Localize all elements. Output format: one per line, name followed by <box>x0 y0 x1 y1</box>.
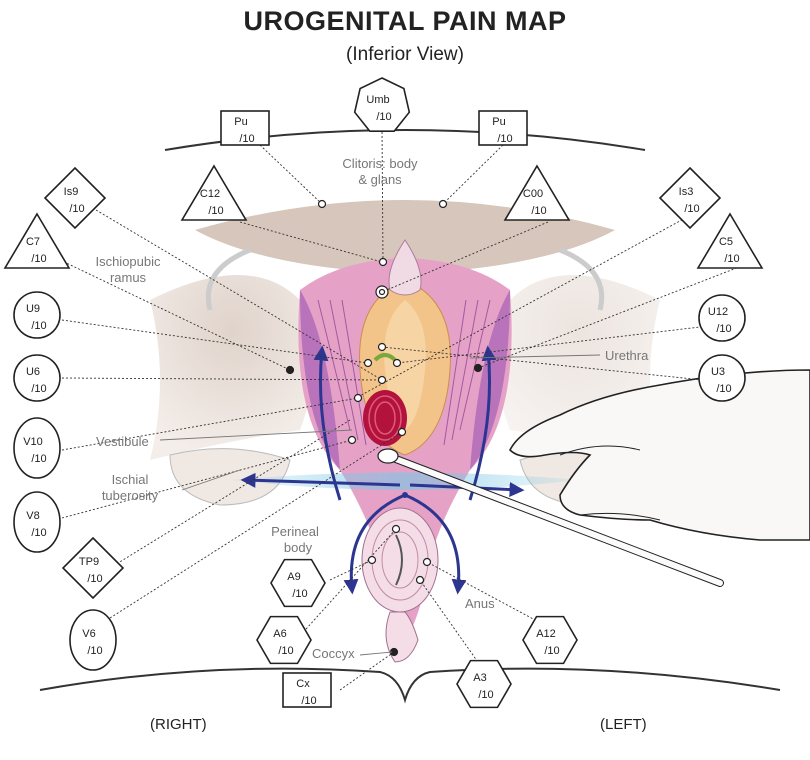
badge-score: /10 <box>497 133 512 145</box>
side-label-right: (RIGHT) <box>150 716 207 733</box>
side-label-left: (LEFT) <box>600 716 647 733</box>
badge-code: C7 <box>26 236 40 248</box>
badge-code: A6 <box>273 628 286 640</box>
badge-score: /10 <box>278 645 293 657</box>
label-anus: Anus <box>465 596 495 611</box>
pain-score-badge-tp9[interactable]: TP9/10 <box>63 538 123 598</box>
badge-code: Cx <box>296 678 310 690</box>
badge-score: /10 <box>376 111 391 123</box>
pain-score-badge-c00[interactable]: C00/10 <box>505 166 569 220</box>
label-urethra: Urethra <box>605 348 649 363</box>
pain-score-badge-u9[interactable]: U9/10 <box>14 292 60 338</box>
pain-score-badge-is9[interactable]: Is9/10 <box>45 168 105 228</box>
pain-score-badge-u6[interactable]: U6/10 <box>14 355 60 401</box>
pain-score-badge-umb[interactable]: Umb/10 <box>355 78 410 131</box>
pain-score-badge-pu[interactable]: Pu/10 <box>479 111 527 145</box>
badge-code: C5 <box>719 236 733 248</box>
label-ischiopubic-1: Ischiopubic <box>95 254 161 269</box>
buttocks-outline <box>40 669 780 700</box>
badge-score: /10 <box>208 205 223 217</box>
badge-score: /10 <box>69 203 84 215</box>
badge-score: /10 <box>716 323 731 335</box>
ellipse-shape <box>14 492 60 552</box>
label-ischial-1: Ischial <box>112 472 149 487</box>
pain-score-badge-c12[interactable]: C12/10 <box>182 166 246 220</box>
diamond-shape <box>45 168 105 228</box>
badge-code: C00 <box>523 188 543 200</box>
label-ischial-2: tuberosity <box>102 488 159 503</box>
pain-score-badge-c5[interactable]: C5/10 <box>698 214 762 268</box>
badge-score: /10 <box>716 383 731 395</box>
badge-code: V8 <box>26 510 39 522</box>
badge-code: A12 <box>536 628 556 640</box>
pain-score-badge-v8[interactable]: V8/10 <box>14 492 60 552</box>
badge-code: TP9 <box>79 556 99 568</box>
badge-score: /10 <box>239 133 254 145</box>
badge-score: /10 <box>292 588 307 600</box>
badge-code: U9 <box>26 303 40 315</box>
badge-score: /10 <box>301 695 316 707</box>
badge-code: V10 <box>23 436 43 448</box>
badge-score: /10 <box>31 527 46 539</box>
pain-score-badge-cx[interactable]: Cx/10 <box>283 673 331 707</box>
badge-code: Is9 <box>64 186 79 198</box>
diamond-shape <box>660 168 720 228</box>
badge-code: A9 <box>287 571 300 583</box>
badge-code: V6 <box>82 628 95 640</box>
label-clitoris-2: & glans <box>358 172 402 187</box>
pain-score-badge-a9[interactable]: A9/10 <box>271 560 325 607</box>
label-coccyx: Coccyx <box>312 646 355 661</box>
ellipse-shape <box>70 610 116 670</box>
badge-score: /10 <box>531 205 546 217</box>
badge-score: /10 <box>544 645 559 657</box>
badge-score: /10 <box>31 453 46 465</box>
pain-score-badge-a6[interactable]: A6/10 <box>257 617 311 664</box>
pain-score-badge-a3[interactable]: A3/10 <box>457 661 511 708</box>
badge-score: /10 <box>724 253 739 265</box>
badge-code: Umb <box>366 94 389 106</box>
badge-score: /10 <box>87 645 102 657</box>
badge-score: /10 <box>31 383 46 395</box>
badge-code: Is3 <box>679 186 694 198</box>
pain-score-badge-v6[interactable]: V6/10 <box>70 610 116 670</box>
badge-score: /10 <box>31 320 46 332</box>
ellipse-shape <box>14 418 60 478</box>
label-clitoris-1: Clitoris: body <box>342 156 418 171</box>
label-perineal-1: Perineal <box>271 524 319 539</box>
badge-code: Pu <box>492 116 505 128</box>
badge-code: C12 <box>200 188 220 200</box>
pain-score-badge-c7[interactable]: C7/10 <box>5 214 69 268</box>
badge-code: A3 <box>473 672 486 684</box>
pain-score-badge-u3[interactable]: U3/10 <box>699 355 745 401</box>
ischial-bone-right <box>170 449 290 505</box>
badge-score: /10 <box>478 689 493 701</box>
pain-score-badge-a12[interactable]: A12/10 <box>523 617 577 664</box>
pain-score-badge-v10[interactable]: V10/10 <box>14 418 60 478</box>
badge-score: /10 <box>87 573 102 585</box>
pain-score-badge-is3[interactable]: Is3/10 <box>660 168 720 228</box>
badge-code: U6 <box>26 366 40 378</box>
pain-score-badge-pu[interactable]: Pu/10 <box>221 111 269 145</box>
swab-tip <box>378 449 398 463</box>
label-ischiopubic-2: ramus <box>110 270 147 285</box>
badge-code: U3 <box>711 366 725 378</box>
diamond-shape <box>63 538 123 598</box>
badge-code: U12 <box>708 306 728 318</box>
badge-score: /10 <box>31 253 46 265</box>
badge-code: Pu <box>234 116 247 128</box>
badge-score: /10 <box>684 203 699 215</box>
pain-score-badge-u12[interactable]: U12/10 <box>699 295 745 341</box>
label-perineal-2: body <box>284 540 313 555</box>
label-vestibule: Vestibule <box>96 434 149 449</box>
